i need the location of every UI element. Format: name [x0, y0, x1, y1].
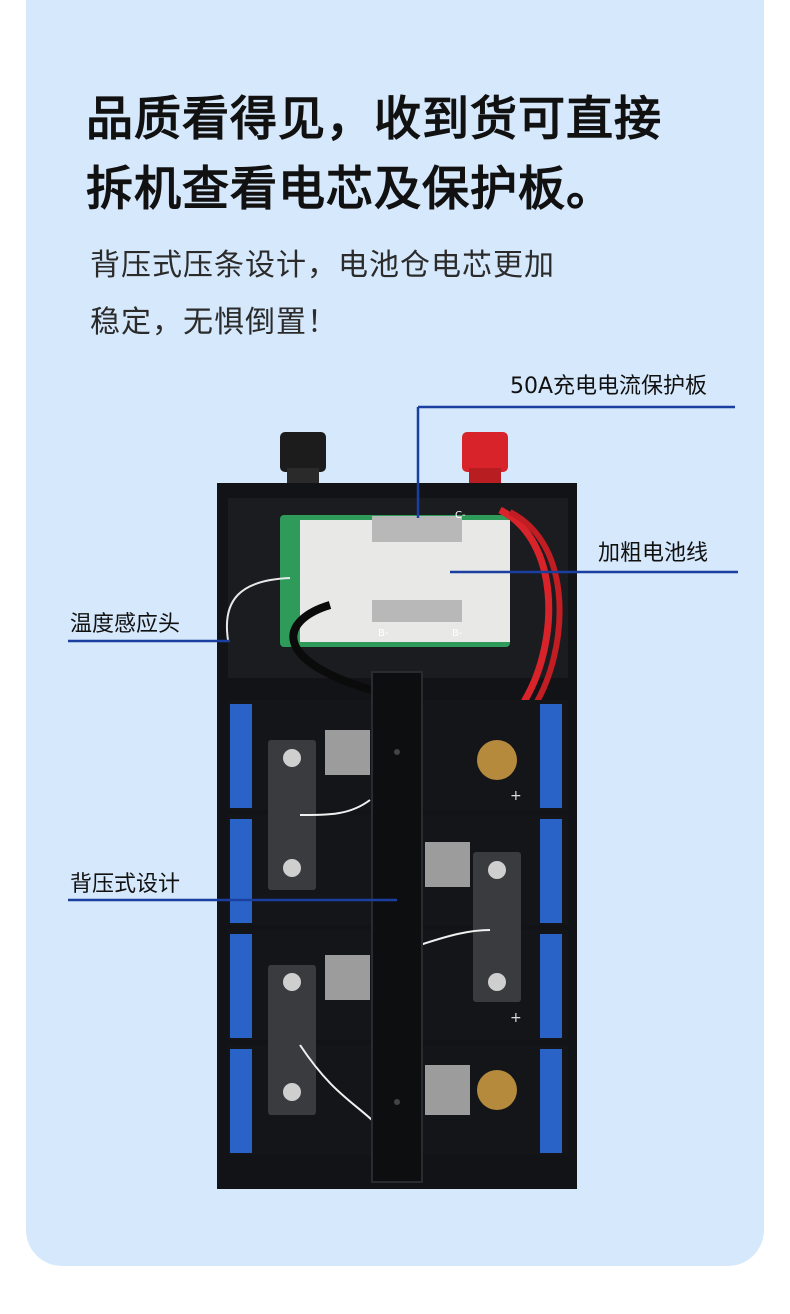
pressure-bar: [371, 671, 423, 1183]
cell-post-positive: [477, 740, 517, 780]
cell-plus-mark-1: +: [510, 788, 522, 804]
callout-thick-cable: 加粗电池线: [598, 541, 709, 566]
pcb-label-b1: B-: [378, 628, 389, 639]
red-cable: [496, 506, 553, 762]
callout-protection-board: 50A充电电流保护板: [510, 374, 708, 399]
callout-temp-sensor: 温度感应头: [70, 612, 181, 637]
headline-line-2: 拆机查看电芯及保护板。: [86, 162, 614, 217]
cell-post-negative: [477, 1070, 517, 1110]
black-cable: [289, 601, 374, 694]
pcb-label-b2: B-: [452, 628, 463, 639]
headline-line-1: 品质看得见，收到货可直接: [86, 92, 662, 147]
protection-board: C- B- B-: [280, 510, 510, 647]
busbar-3: [268, 965, 316, 1115]
subtitle-line-2: 稳定，无惧倒置！: [90, 305, 338, 340]
subtitle-line-1: 背压式压条设计，电池仓电芯更加: [90, 248, 555, 283]
busbar-1: [268, 740, 316, 890]
callout-backpressure: 背压式设计: [70, 872, 181, 897]
busbar-2: [473, 852, 521, 1002]
pcb-label-c: C-: [455, 510, 466, 521]
cell-plus-mark-2: +: [510, 1010, 522, 1026]
temp-sensor-wire: [225, 577, 291, 641]
